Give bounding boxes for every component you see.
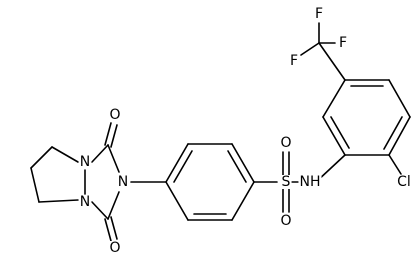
atom-o-upper: O	[109, 107, 120, 123]
bond-cf3-f-left	[300, 42, 320, 56]
bond-ring2-cl	[388, 154, 402, 175]
atom-f-mid: F	[339, 35, 347, 51]
bond-co-upper-a	[104, 122, 112, 146]
atom-f-top: F	[315, 6, 323, 22]
bond-imide-c-lower	[107, 191, 120, 220]
atom-cl: Cl	[397, 174, 411, 190]
atom-label-backdrop	[313, 7, 325, 21]
bond-ch2-ch2-mid	[30, 167, 40, 203]
bond-co-lower-b	[110, 216, 118, 240]
bond-c-upper-n	[91, 144, 109, 163]
atom-label-backdrop	[108, 108, 122, 122]
bond-cf3-ring	[318, 42, 346, 81]
bond-c-lower-n	[91, 201, 109, 220]
atom-o-lower: O	[109, 240, 120, 256]
bond-ring1-4	[165, 181, 189, 221]
bond-ch2-ch2-upper	[30, 146, 53, 169]
atom-label-backdrop	[279, 214, 293, 228]
bond-co-upper-b	[110, 124, 118, 148]
atom-label-backdrop	[116, 175, 130, 189]
atom-s-sulfonyl: S	[282, 174, 291, 190]
atom-n-ring-upper: N	[80, 154, 90, 170]
bond-ring2-2	[388, 79, 411, 118]
atom-n-imide: N	[118, 174, 128, 190]
bond-ring2-6	[322, 79, 346, 118]
atom-nh: NH	[300, 174, 321, 190]
bond-ring2-3	[388, 116, 411, 156]
bond-ring2-double-b	[383, 116, 403, 150]
bond-ring1-3	[165, 143, 189, 183]
atom-label-backdrop	[288, 54, 300, 68]
atom-f-left: F	[290, 53, 298, 69]
atom-label-backdrop	[108, 241, 122, 255]
atom-label-backdrop	[279, 136, 293, 150]
atom-n-ring-lower: N	[80, 194, 90, 210]
bond-ring1-double-b	[173, 150, 193, 183]
bond-co-lower-a	[104, 218, 112, 242]
atom-label-backdrop	[298, 175, 322, 189]
atom-label-backdrop	[396, 175, 412, 189]
bond-ring2-double-c	[330, 116, 350, 149]
bond-ring1-double-a	[227, 150, 247, 183]
atom-o-sulfonyl-top: O	[280, 135, 291, 151]
atom-labels: F F F O O N N N S O O NH Cl	[78, 6, 412, 256]
atom-o-sulfonyl-bottom: O	[280, 213, 291, 229]
atom-label-backdrop	[337, 36, 349, 50]
atom-label-backdrop	[78, 195, 92, 209]
atom-label-backdrop	[280, 175, 292, 189]
bond-ring1-1	[231, 143, 255, 183]
bond-ring2-5	[322, 116, 346, 156]
bond-ch2-n-lower	[38, 199, 79, 203]
atom-label-backdrop	[78, 155, 92, 169]
bond-imide-c-upper	[107, 144, 120, 173]
bond-ring1-6	[231, 181, 255, 221]
bonds	[30, 22, 411, 242]
bond-n-ch2-upper	[51, 146, 79, 163]
